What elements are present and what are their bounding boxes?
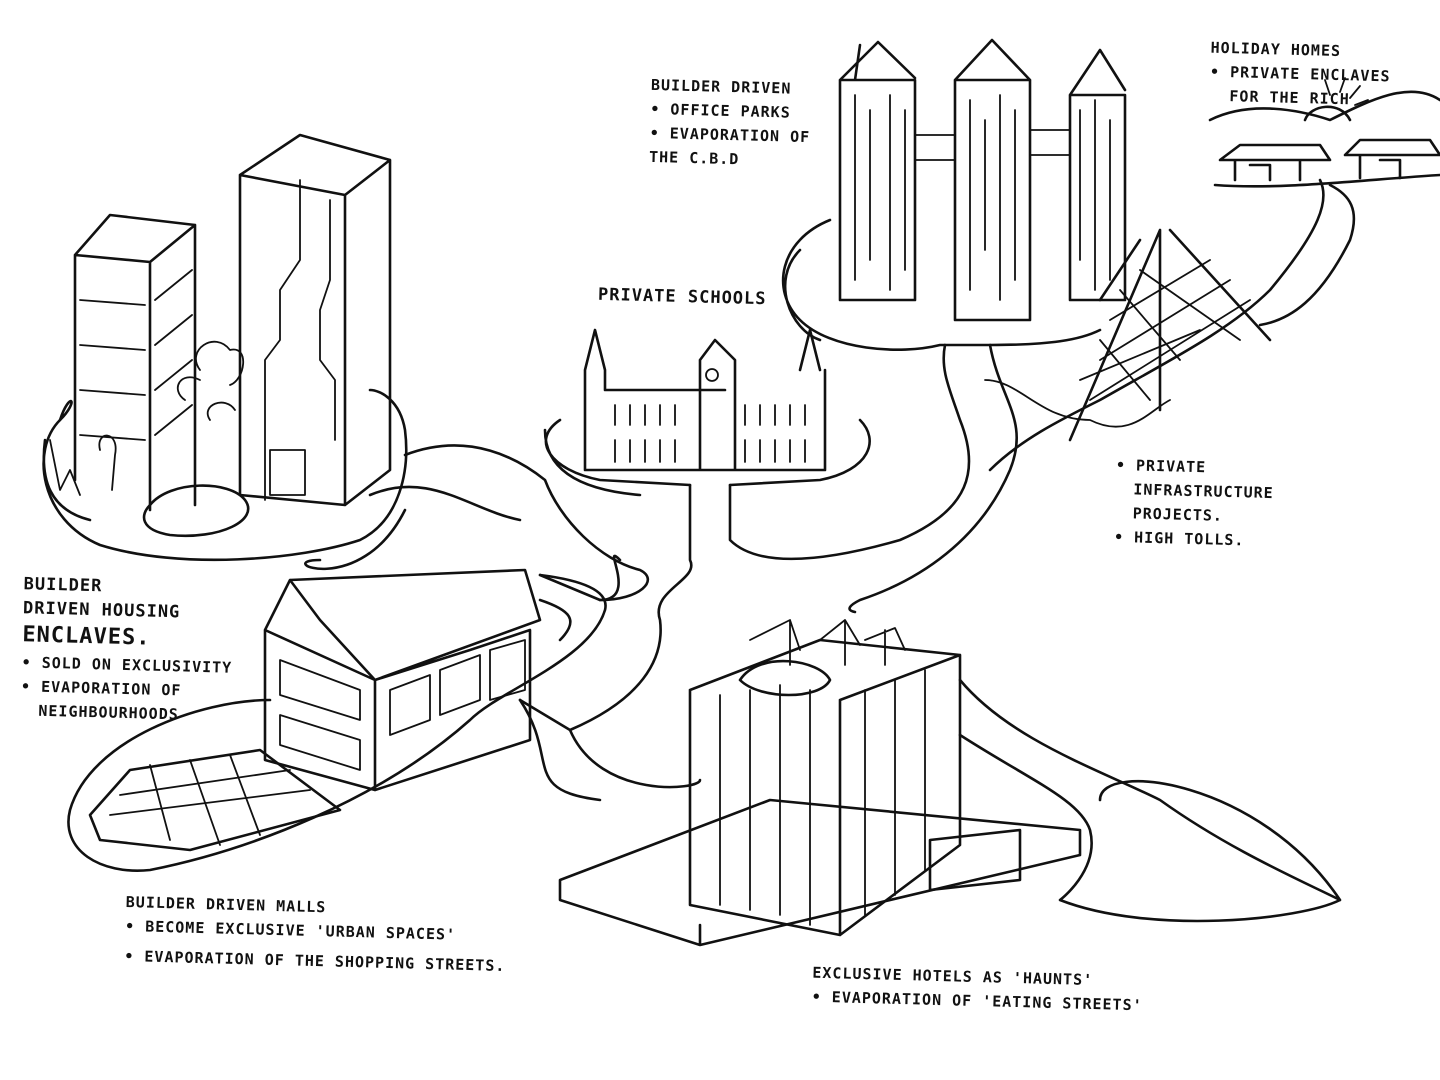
- toll-bridge: [1068, 228, 1272, 442]
- private-schools-label: PRIVATE SCHOOLS: [597, 284, 767, 310]
- private-school-island: [543, 328, 871, 497]
- housing-enclaves-label: BUILDER DRIVEN HOUSING ENCLAVES. • SOLD …: [20, 572, 235, 727]
- holiday-homes-label: HOLIDAY HOMES • PRIVATE ENCLAVES FOR THE…: [1209, 36, 1391, 113]
- label-bullet: • HIGH TOLLS.: [1113, 527, 1245, 550]
- office-park-island: [781, 38, 1127, 351]
- holiday-homes-island: [1208, 77, 1440, 188]
- label-bullet: FOR THE RICH: [1229, 87, 1350, 109]
- hotels-label: EXCLUSIVE HOTELS AS 'HAUNTS' • EVAPORATI…: [811, 961, 1143, 1018]
- hotel-island: [558, 619, 1082, 947]
- label-bullet: THE C.B.D: [648, 147, 740, 169]
- infrastructure-label: • PRIVATE INFRASTRUCTURE PROJECTS. • HIG…: [1114, 453, 1275, 553]
- mall-island: [67, 568, 607, 872]
- office-park-label: BUILDER DRIVEN • OFFICE PARKS • EVAPORAT…: [649, 73, 812, 173]
- malls-label: BUILDER DRIVEN MALLS • BECOME EXCLUSIVE …: [124, 890, 507, 978]
- road-network: [304, 178, 1356, 923]
- housing-enclave-island: [42, 133, 408, 562]
